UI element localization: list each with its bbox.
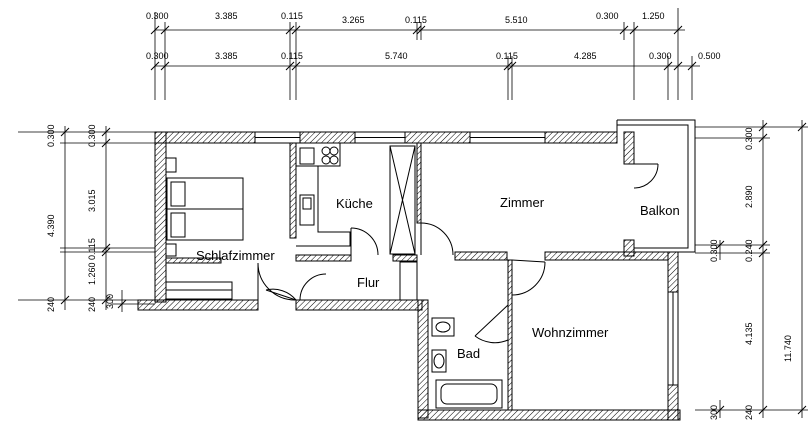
dim-top1-3: 3.265 bbox=[342, 15, 365, 25]
dim-right-inner-3: 4.135 bbox=[744, 322, 754, 345]
dim-top1-7: 1.250 bbox=[642, 11, 665, 21]
walls bbox=[137, 131, 681, 421]
dim-top1-1: 3.385 bbox=[215, 11, 238, 21]
dim-top2-4: 0.115 bbox=[496, 51, 518, 61]
dim-left-inner-1: 3.015 bbox=[87, 189, 97, 212]
dim-left-inner-4: 240 bbox=[87, 297, 97, 312]
dim-top2-7: 0.500 bbox=[698, 51, 721, 61]
dim-left-inner-3: 1.260 bbox=[87, 262, 97, 285]
furniture bbox=[165, 142, 503, 409]
dim-right-inner-0: 0.300 bbox=[744, 127, 754, 150]
top-dimension-chains: 0.300 3.385 0.115 3.265 0.115 5.510 0.30… bbox=[146, 8, 721, 100]
dim-right-inner-2: 0.240 bbox=[744, 239, 754, 262]
room-labels: Schlafzimmer Küche Zimmer Balkon Flur Ba… bbox=[196, 195, 680, 361]
dim-left-outer-2: 240 bbox=[46, 297, 56, 312]
dim-top2-0: 0.300 bbox=[146, 51, 169, 61]
dim-right-small-0: 0.300 bbox=[709, 239, 719, 262]
dim-top2-2: 0.115 bbox=[281, 51, 303, 61]
dim-top1-4: 0.115 bbox=[405, 15, 427, 25]
dim-top1-5: 5.510 bbox=[505, 15, 528, 25]
dim-left-outer-1: 4.390 bbox=[46, 214, 56, 237]
windows bbox=[254, 131, 679, 386]
dim-top2-1: 3.385 bbox=[215, 51, 238, 61]
dim-top1-6: 0.300 bbox=[596, 11, 619, 21]
dim-top2-5: 4.285 bbox=[574, 51, 597, 61]
dim-left-inner-2: 0.115 bbox=[87, 238, 97, 260]
room-label-kueche: Küche bbox=[336, 196, 373, 211]
dim-left-small-0: 300 bbox=[105, 294, 115, 309]
dim-right-outer-0: 11.740 bbox=[783, 335, 793, 362]
dim-top1-2: 0.115 bbox=[281, 11, 303, 21]
dim-top2-3: 5.740 bbox=[385, 51, 408, 61]
right-dimension-chains: 0.300 2.890 0.240 4.135 240 0.300 300 11… bbox=[695, 120, 808, 420]
room-label-zimmer: Zimmer bbox=[500, 195, 545, 210]
left-dimension-chains: 0.300 4.390 240 0.300 3.015 0.115 1.260 … bbox=[18, 124, 155, 312]
room-label-schlafzimmer: Schlafzimmer bbox=[196, 248, 275, 263]
dim-right-small-1: 300 bbox=[709, 405, 719, 420]
room-label-bad: Bad bbox=[457, 346, 480, 361]
dim-right-inner-4: 240 bbox=[744, 405, 754, 420]
dim-left-inner-0: 0.300 bbox=[87, 124, 97, 147]
dim-top1-0: 0.300 bbox=[146, 11, 169, 21]
dim-left-outer-0: 0.300 bbox=[46, 124, 56, 147]
dim-right-inner-1: 2.890 bbox=[744, 185, 754, 208]
room-label-balkon: Balkon bbox=[640, 203, 680, 218]
room-label-wohnzimmer: Wohnzimmer bbox=[532, 325, 609, 340]
dim-top2-6: 0.300 bbox=[649, 51, 672, 61]
doors bbox=[257, 163, 659, 344]
balcony bbox=[616, 119, 696, 253]
room-label-flur: Flur bbox=[357, 275, 380, 290]
